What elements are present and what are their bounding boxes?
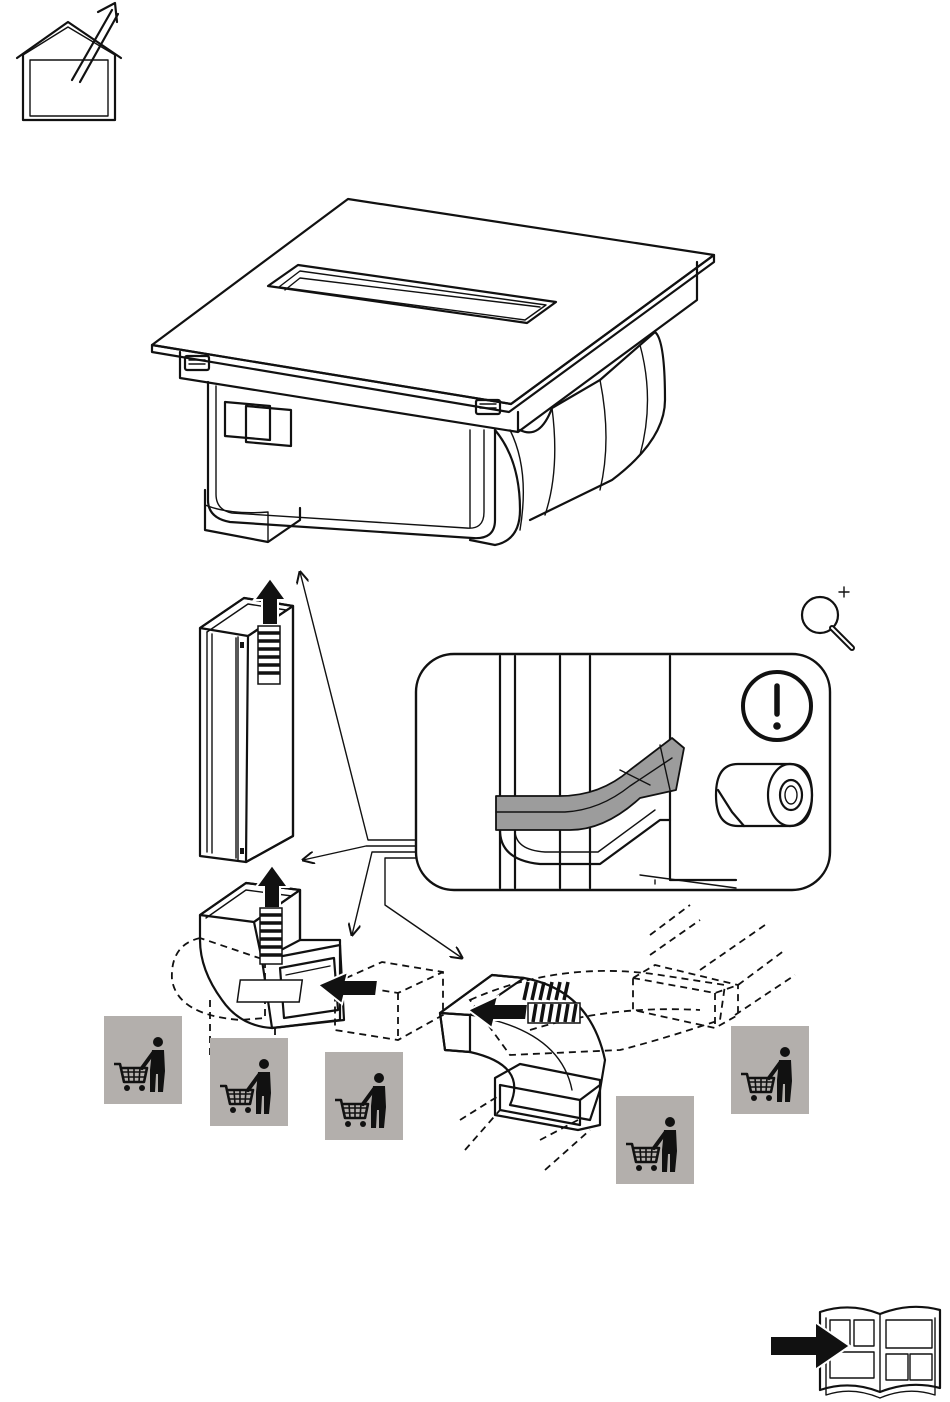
accessory-badge	[731, 1026, 809, 1114]
detail-panel	[416, 654, 830, 890]
left-arrow-icon	[468, 996, 580, 1028]
exhaust-to-outside-icon	[17, 3, 121, 120]
accessory-badge	[616, 1096, 694, 1184]
magnifier-zoom-in-icon	[802, 587, 852, 648]
cooktop-with-downdraft	[152, 199, 714, 545]
accessory-badge	[104, 1016, 182, 1104]
accessory-badge	[210, 1038, 288, 1126]
open-book-arrow-icon	[770, 1307, 940, 1398]
up-arrow-icon	[254, 578, 286, 684]
accessory-badge	[325, 1052, 403, 1140]
straight-duct-piece	[335, 962, 443, 1040]
duct-elbow	[172, 883, 344, 1065]
exclamation-circle-icon	[743, 672, 811, 740]
